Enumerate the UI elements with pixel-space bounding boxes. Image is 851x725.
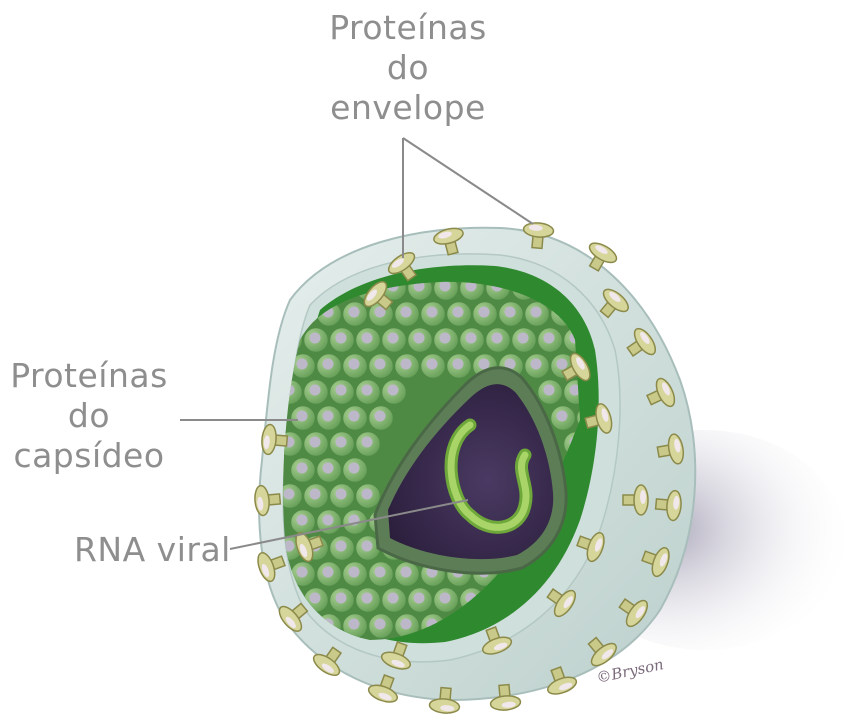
capsomer-highlight — [336, 437, 347, 448]
capsomer-highlight — [375, 411, 386, 422]
capsomer-highlight — [310, 593, 321, 604]
capsomer-highlight — [518, 333, 529, 344]
capsomer-highlight — [284, 489, 295, 500]
label-envelope-line-1: Proteínas — [318, 8, 498, 48]
capsomer-highlight — [362, 333, 373, 344]
capsomer-highlight — [336, 333, 347, 344]
capsomer-highlight — [440, 593, 451, 604]
capsomer-highlight — [362, 437, 373, 448]
capsomer-highlight — [297, 411, 308, 422]
capsomer-highlight — [336, 489, 347, 500]
label-capsid-line-2: do — [4, 396, 174, 436]
capsomer-highlight — [349, 359, 360, 370]
capsomer-highlight — [284, 281, 295, 292]
capsomer-highlight — [440, 281, 451, 292]
capsomer-highlight — [336, 385, 347, 396]
capsomer-highlight — [297, 463, 308, 474]
label-capsid-proteins: Proteínas do capsídeo — [4, 356, 174, 476]
leader-line-envelope-right — [403, 138, 533, 224]
label-envelope-line-2: do — [318, 48, 498, 88]
capsomer-highlight — [388, 593, 399, 604]
capsomer-highlight — [362, 385, 373, 396]
capsomer-highlight — [544, 385, 555, 396]
capsomer-highlight — [375, 359, 386, 370]
capsomer-highlight — [336, 541, 347, 552]
capsomer-highlight — [349, 567, 360, 578]
capsomer-highlight — [440, 333, 451, 344]
capsomer-highlight — [401, 619, 412, 630]
label-envelope-line-3: envelope — [318, 88, 498, 128]
capsomer-highlight — [401, 307, 412, 318]
capsomer-highlight — [531, 359, 542, 370]
capsomer-highlight — [388, 385, 399, 396]
capsomer-highlight — [323, 411, 334, 422]
capsomer-highlight — [349, 463, 360, 474]
capsomer-highlight — [557, 359, 568, 370]
capsomer-highlight — [466, 333, 477, 344]
capsomer-highlight — [349, 619, 360, 630]
capsomer-highlight — [297, 567, 308, 578]
capsomer-highlight — [453, 307, 464, 318]
capsomer-highlight — [557, 411, 568, 422]
capsomer-highlight — [310, 437, 321, 448]
capsomer-highlight — [375, 567, 386, 578]
label-viral-rna: RNA viral — [74, 530, 244, 570]
capsomer-highlight — [297, 515, 308, 526]
capsomer-highlight — [362, 489, 373, 500]
label-capsid-line-3: capsídeo — [4, 436, 174, 476]
capsomer-highlight — [427, 359, 438, 370]
capsomer-highlight — [310, 489, 321, 500]
capsomer-highlight — [323, 463, 334, 474]
capsomer-highlight — [479, 307, 490, 318]
capsomer-highlight — [323, 515, 334, 526]
capsomer-highlight — [544, 333, 555, 344]
capsomer-highlight — [414, 333, 425, 344]
capsomer-highlight — [531, 307, 542, 318]
label-capsid-line-1: Proteínas — [4, 356, 174, 396]
capsomer-highlight — [453, 359, 464, 370]
capsomer-highlight — [414, 593, 425, 604]
capsomer-highlight — [362, 593, 373, 604]
capsomer-highlight — [310, 385, 321, 396]
capsomer-highlight — [323, 359, 334, 370]
capsomer-highlight — [310, 333, 321, 344]
capsomer-highlight — [349, 411, 360, 422]
capsomer-highlight — [401, 359, 412, 370]
capsomer-highlight — [362, 541, 373, 552]
capsomer-highlight — [479, 359, 490, 370]
capsomer-highlight — [401, 567, 412, 578]
capsomer-highlight — [427, 307, 438, 318]
capsomer-highlight — [297, 359, 308, 370]
capsomer-highlight — [388, 333, 399, 344]
capsomer-highlight — [505, 307, 516, 318]
capsomer-highlight — [323, 567, 334, 578]
capsomer-highlight — [336, 593, 347, 604]
label-envelope-proteins: Proteínas do envelope — [318, 8, 498, 128]
capsomer-highlight — [492, 333, 503, 344]
capsomer-highlight — [375, 619, 386, 630]
capsomer-highlight — [349, 307, 360, 318]
